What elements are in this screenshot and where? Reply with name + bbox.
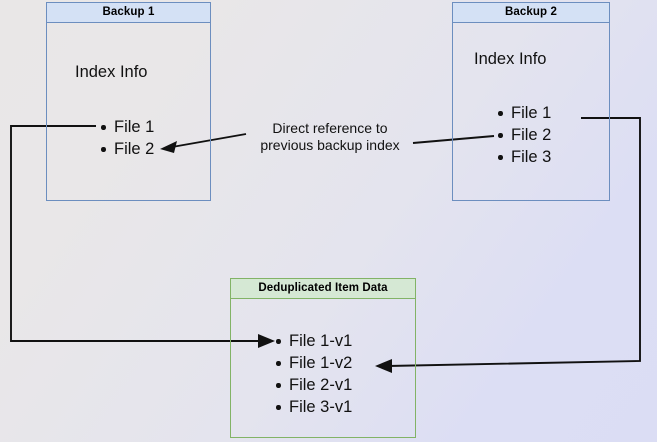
backup-1-frame	[46, 2, 211, 201]
deduplicated-title: Deduplicated Item Data	[258, 281, 388, 294]
list-item: File 1	[99, 116, 154, 138]
list-item: File 2	[496, 124, 551, 146]
deduplicated-header: Deduplicated Item Data	[230, 278, 416, 299]
list-item: File 3	[496, 146, 551, 168]
deduplicated-item-data-box: Deduplicated Item Data File 1-v1 File 1-…	[230, 278, 416, 438]
list-item: File 1-v1	[274, 330, 352, 352]
direct-reference-annotation: Direct reference to previous backup inde…	[248, 120, 412, 154]
backup-1-box: Backup 1 Index Info File 1 File 2	[46, 2, 211, 201]
backup-2-header: Backup 2	[452, 2, 610, 23]
deduplicated-file-list: File 1-v1 File 1-v2 File 2-v1 File 3-v1	[274, 330, 352, 418]
backup-1-index-info-label: Index Info	[75, 63, 148, 81]
backup-2-box: Backup 2 Index Info File 1 File 2 File 3	[452, 2, 610, 201]
backup-2-title: Backup 2	[505, 5, 557, 18]
backup-2-file-list: File 1 File 2 File 3	[496, 102, 551, 168]
annotation-line-1: Direct reference to	[272, 120, 388, 136]
backup-1-title: Backup 1	[102, 5, 155, 18]
list-item: File 2-v1	[274, 374, 352, 396]
backup-2-index-info-label: Index Info	[474, 50, 547, 68]
list-item: File 2	[99, 138, 154, 160]
list-item: File 3-v1	[274, 396, 352, 418]
backup-1-file-list: File 1 File 2	[99, 116, 154, 160]
annotation-line-2: previous backup index	[260, 137, 400, 153]
backup-1-header: Backup 1	[46, 2, 211, 23]
list-item: File 1	[496, 102, 551, 124]
list-item: File 1-v2	[274, 352, 352, 374]
